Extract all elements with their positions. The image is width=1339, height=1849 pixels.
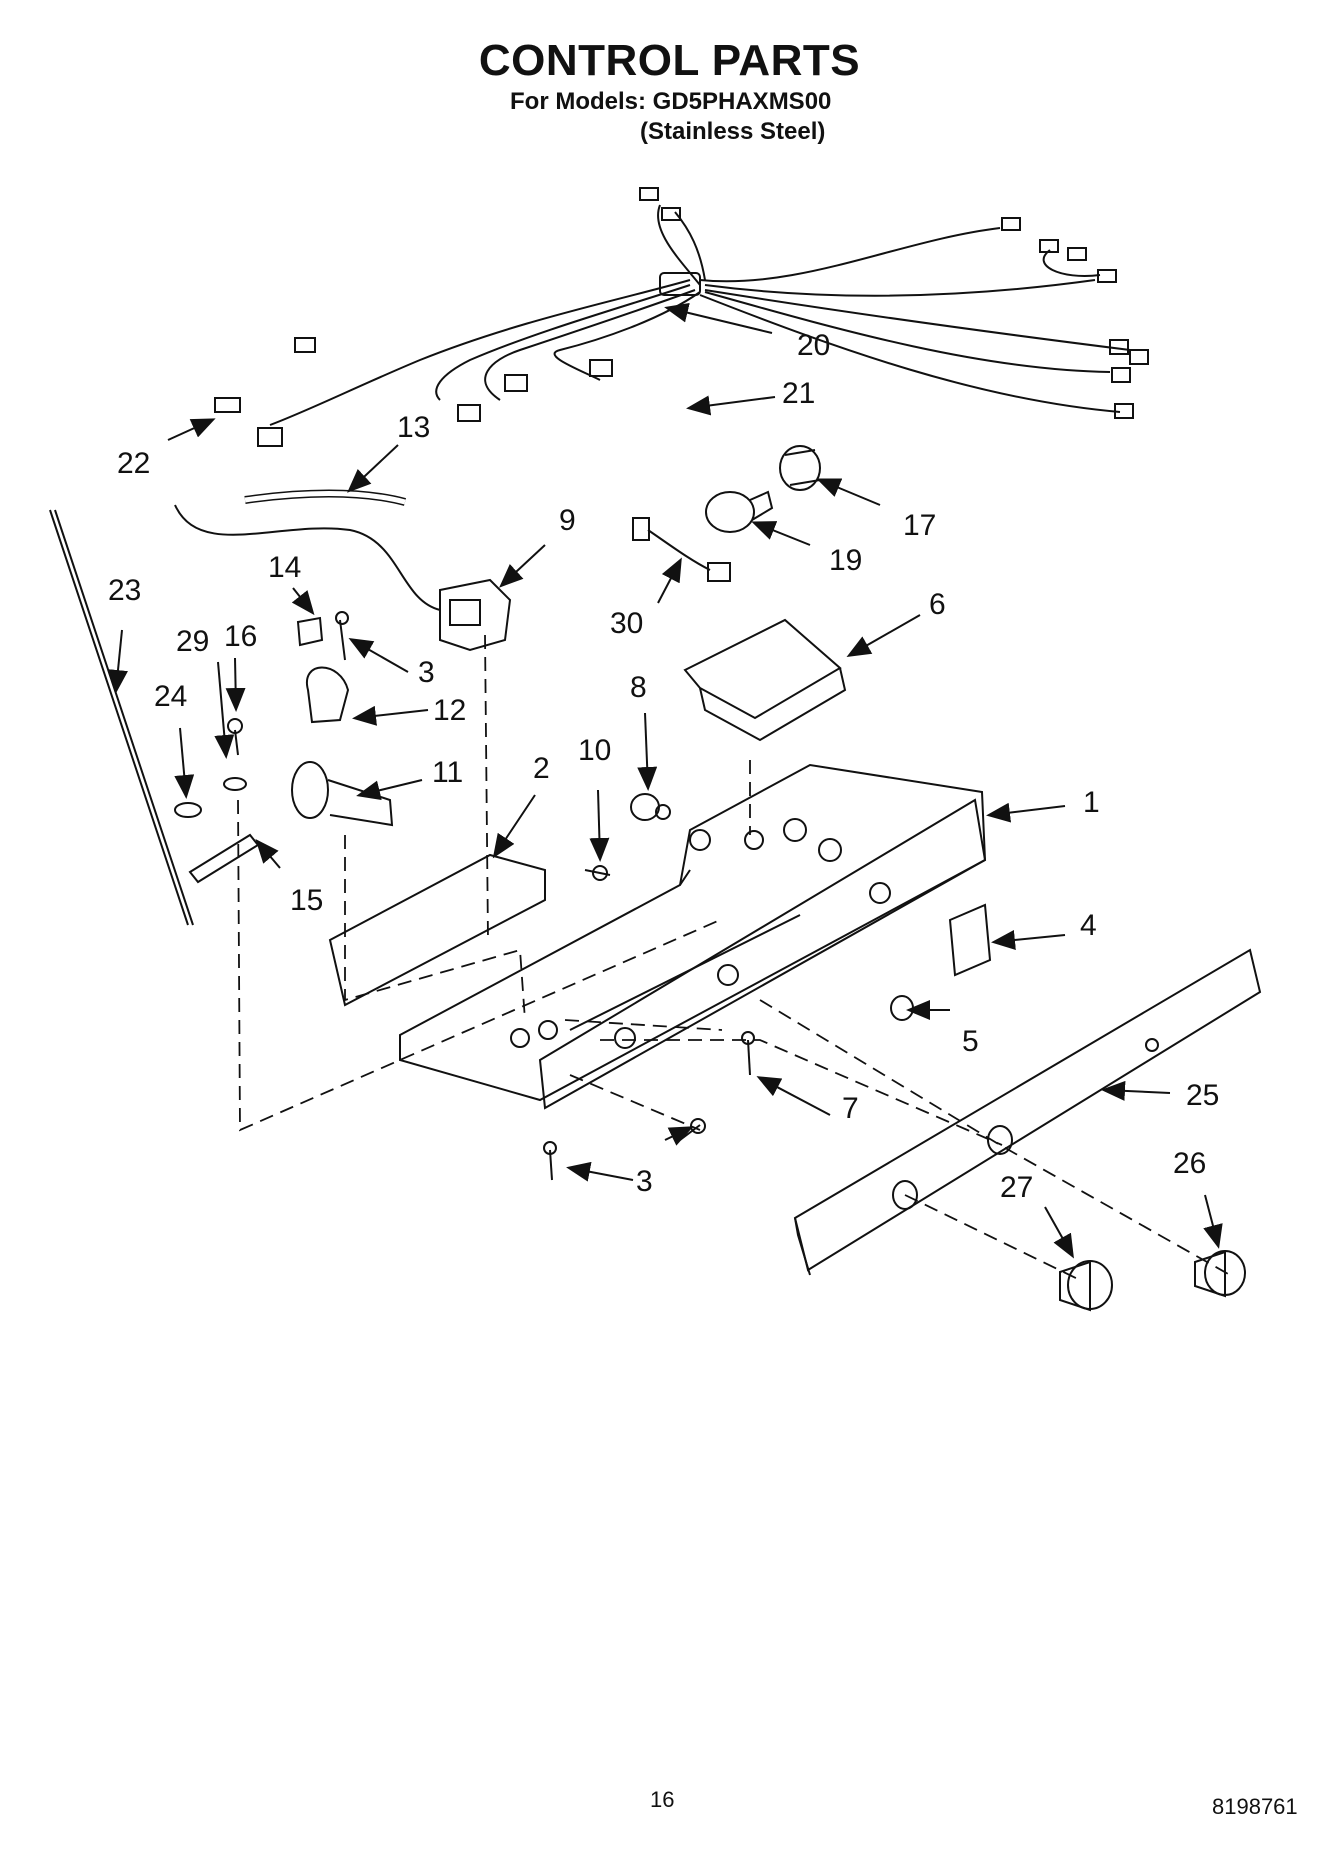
leader-arrows: [108, 302, 1223, 1259]
callout-2: 2: [533, 752, 550, 785]
callout-10: 10: [578, 734, 611, 767]
finish-line: (Stainless Steel): [640, 118, 826, 145]
document-number: 8198761: [1212, 1794, 1298, 1819]
parts-drawing: [49, 187, 1262, 1312]
callout-30: 30: [610, 607, 643, 640]
callout-7: 7: [842, 1092, 859, 1125]
callout-8: 8: [630, 671, 647, 704]
callout-3-lower: 3: [636, 1165, 653, 1198]
callout-19: 19: [829, 544, 862, 577]
callout-5: 5: [962, 1025, 979, 1058]
callout-16: 16: [224, 620, 257, 653]
callout-24: 24: [154, 680, 187, 713]
callout-1: 1: [1083, 786, 1100, 819]
callout-20: 20: [797, 329, 830, 362]
callout-26: 26: [1173, 1147, 1206, 1180]
callout-6: 6: [929, 588, 946, 621]
callout-25: 25: [1186, 1079, 1219, 1112]
callout-9: 9: [559, 504, 576, 537]
callout-11: 11: [432, 756, 463, 789]
callout-27: 27: [1000, 1171, 1033, 1204]
callout-17: 17: [903, 509, 936, 542]
wiring-harness: [214, 187, 1149, 447]
callout-14: 14: [268, 551, 301, 584]
callout-4: 4: [1080, 909, 1097, 942]
callout-15: 15: [290, 884, 323, 917]
page-title: CONTROL PARTS: [478, 36, 861, 85]
callout-3-upper: 3: [418, 656, 435, 689]
callout-29: 29: [176, 625, 209, 658]
callout-22: 22: [117, 447, 150, 480]
callout-numbers: 1 2 3 3 4 5 6 7 8 9 10 11 12 13 14 15 16…: [108, 329, 1219, 1204]
page-number: 16: [650, 1787, 675, 1812]
models-line: For Models: GD5PHAXMS00: [510, 88, 832, 115]
callout-23: 23: [108, 574, 141, 607]
callout-21: 21: [782, 377, 815, 410]
callout-13: 13: [397, 411, 430, 444]
callout-12: 12: [433, 694, 466, 727]
assembly-lines: [237, 634, 1231, 1281]
